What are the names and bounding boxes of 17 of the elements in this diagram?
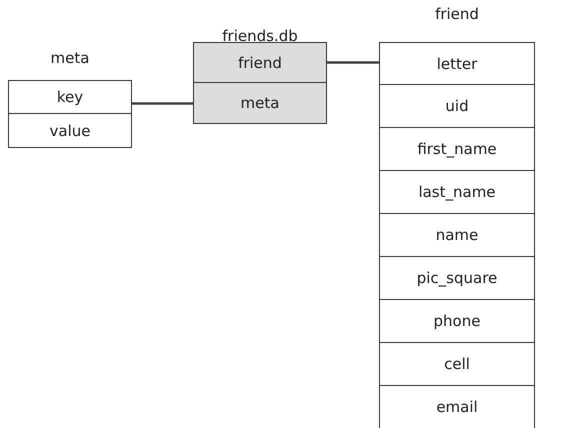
table-row: cell bbox=[379, 342, 535, 386]
table-row: key bbox=[8, 80, 132, 114]
table-row: friend bbox=[193, 42, 327, 83]
table-heading: meta bbox=[50, 48, 90, 69]
table-row: uid bbox=[379, 84, 535, 128]
table-row: last_name bbox=[379, 170, 535, 214]
table-row: meta bbox=[193, 82, 327, 124]
table-row: email bbox=[379, 385, 535, 428]
table-row: name bbox=[379, 213, 535, 257]
connector-line bbox=[327, 61, 379, 64]
table-row: phone bbox=[379, 299, 535, 343]
table-heading: friend bbox=[434, 4, 480, 25]
connector-line bbox=[132, 102, 193, 105]
table-row: letter bbox=[379, 42, 535, 85]
table-row: pic_square bbox=[379, 256, 535, 300]
table-row: first_name bbox=[379, 127, 535, 171]
table-row: value bbox=[8, 113, 132, 148]
